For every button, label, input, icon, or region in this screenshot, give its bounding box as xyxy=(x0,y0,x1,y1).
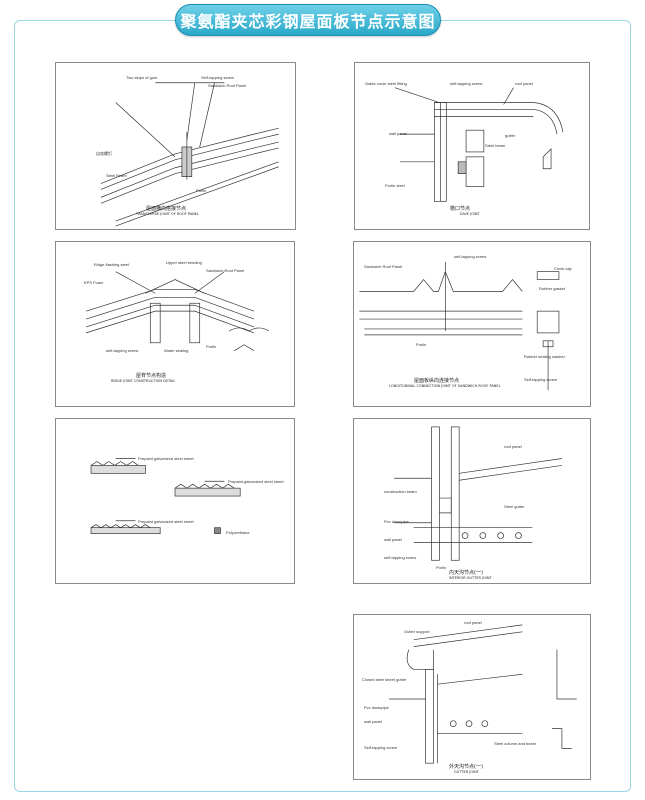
label: Sandwich Roof Panel xyxy=(364,264,403,269)
sheet-caption: 外天沟节点(一) xyxy=(449,764,483,770)
drawing-ridge-joint xyxy=(85,271,270,351)
label: Ridge flashing steel xyxy=(94,262,129,267)
label: roof panel xyxy=(515,81,533,86)
label: self-tapping screw xyxy=(384,555,417,560)
drawing-sheet-ridge-joint: Ridge flashing steel Upper steel bending… xyxy=(55,241,295,407)
drawing-sheet-interior-gutter: roof panel construction beam Steel gutte… xyxy=(353,418,591,584)
label: wall panel xyxy=(389,131,407,136)
label: roof panel xyxy=(464,620,482,625)
label: EPS Foam xyxy=(84,280,104,285)
label: Purlin xyxy=(416,342,427,347)
label: Circle cap xyxy=(554,266,572,271)
sheet-caption-en: INTERIOR GUTTER JOINT xyxy=(449,576,492,580)
drawing-sheet-transverse-joint: Two strips of gum Self-tapping screw San… xyxy=(55,62,296,230)
label: self-tapping screw xyxy=(450,81,483,86)
sheet-caption-en: TRANSVERSE JOINT OF ROOF PANEL xyxy=(136,212,199,216)
label: Rubber sealing washer xyxy=(524,354,565,359)
drawing-sheet-eave-joint: Gable cover steel fitting self-tapping s… xyxy=(354,62,590,230)
label: Prepaint galvanized steel sheet xyxy=(228,479,284,484)
label: Rubber gasket xyxy=(539,286,566,291)
label: Two strips of gum xyxy=(126,75,158,80)
label: roof panel xyxy=(504,444,522,449)
label: Polyurethane xyxy=(226,530,250,535)
label: wall panel xyxy=(364,719,382,724)
sheet-caption-en: GUTTER JOINT xyxy=(454,770,479,774)
label: Pvc downpipe xyxy=(364,705,389,710)
label: Upper steel bending xyxy=(166,260,202,265)
label: Steel column and beam xyxy=(494,741,537,746)
sheet-caption-en: EAVE JOINT xyxy=(460,212,480,216)
label: Gutter support xyxy=(404,629,430,634)
label: 自攻螺钉 xyxy=(96,151,112,156)
label: Purlin xyxy=(196,188,207,193)
label: Gable cover steel fitting xyxy=(365,81,407,86)
label: Steel Beam xyxy=(106,173,127,178)
label: Self-tapping screw xyxy=(364,745,397,750)
drawing-interior-gutter xyxy=(393,426,562,561)
sheet-caption-en: RIDGE JOINT CONSTRUCTION DETAIL xyxy=(111,379,176,383)
label: Self-tapping screw xyxy=(524,377,557,382)
drawing-sheet-panel-sections: Prepaint galvanized steel sheet Prepaint… xyxy=(55,418,295,584)
drawing-sheet-exterior-gutter: roof panel Gutter support Closed steel s… xyxy=(353,614,591,780)
drawing-panel-sections xyxy=(90,458,241,534)
sheet-caption: 屋面板纵向连接节点 xyxy=(414,378,460,384)
drawing-eave-joint xyxy=(394,87,564,202)
label: Purlin steel xyxy=(385,183,405,188)
label: Steel beam xyxy=(485,143,506,148)
drawing-transverse-joint xyxy=(100,82,279,227)
label: gutter xyxy=(505,133,516,138)
label: Prepaint galvanized steel sheet xyxy=(138,456,194,461)
page-title: 聚氨酯夹芯彩钢屋面板节点示意图 xyxy=(180,12,436,31)
label: Steel gutter xyxy=(504,504,525,509)
sheet-caption: 屋面横向搭接节点 xyxy=(146,206,187,212)
label: Sandwich Roof Panel xyxy=(206,268,245,273)
label: self-tapping screw xyxy=(454,254,487,259)
drawing-sheet-longitudinal-joint: Sandwich Roof Panel self-tapping screw P… xyxy=(353,241,591,407)
drawing-exterior-gutter xyxy=(389,624,577,764)
label: Pvc downpipe xyxy=(384,519,409,524)
label: Purlin xyxy=(206,344,217,349)
label: wall panel xyxy=(384,537,402,542)
label: construction beam xyxy=(384,489,417,494)
label: Self-tapping screw xyxy=(201,75,234,80)
sheet-caption: 内天沟节点(一) xyxy=(449,570,483,576)
drawing-longitudinal-joint xyxy=(359,261,560,391)
label: self-tapping screw xyxy=(106,348,139,353)
label: Purlin xyxy=(436,565,447,570)
title-banner: 聚氨酯夹芯彩钢屋面板节点示意图 xyxy=(175,4,441,36)
sheet-caption: 檐口节点 xyxy=(450,206,471,212)
label: Sandwich Roof Panel xyxy=(208,83,247,88)
sheet-caption-en: LONGITUDINAL CONNECTION JOINT OF SANDWIC… xyxy=(389,384,501,388)
label: Water sealing xyxy=(164,348,189,353)
label: Prepaint galvanized steel sheet xyxy=(138,519,194,524)
sheet-caption: 屋脊节点构造 xyxy=(136,373,167,379)
label: Closed steel sheet gutter xyxy=(362,677,407,682)
